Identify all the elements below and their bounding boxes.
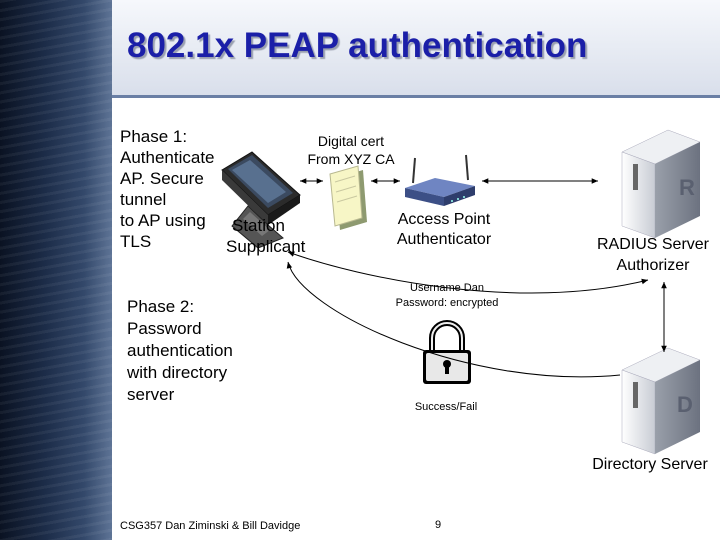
padlock-icon xyxy=(423,320,471,384)
phase2-line: with directory xyxy=(127,363,228,382)
access-point-label-line2: Authenticator xyxy=(396,231,492,248)
radius-label: RADIUS Server Authorizer xyxy=(586,234,720,276)
phase1-line: Phase 1: xyxy=(120,127,188,146)
laptop-icon xyxy=(221,151,301,249)
phase1-description: Phase 1: Authenticate AP. Secure tunnel … xyxy=(120,126,215,252)
phase1-line: TLS xyxy=(120,232,152,251)
certificate-icon xyxy=(329,165,367,230)
footer-credits: CSG357 Dan Ziminski & Bill Davidge xyxy=(120,520,301,532)
station-label: Station Supplicant xyxy=(226,215,314,257)
svg-text:D: D xyxy=(677,392,693,417)
radius-server-icon: R xyxy=(621,129,701,239)
station-label-line2: Supplicant xyxy=(226,237,306,256)
access-point-label: Access Point Authenticator xyxy=(384,210,504,250)
cert-label: Digital cert From XYZ CA xyxy=(296,132,406,168)
cert-label-line2: From XYZ CA xyxy=(307,151,395,167)
phase2-line: server xyxy=(127,385,175,404)
radius-label-line2: Authorizer xyxy=(616,257,690,274)
phase1-line: tunnel xyxy=(120,190,167,209)
title-bar xyxy=(112,0,720,95)
result-label: Success/Fail xyxy=(414,401,478,413)
svg-text:R: R xyxy=(679,175,695,200)
access-point-label-line1: Access Point xyxy=(397,211,491,228)
phase1-line: Authenticate xyxy=(120,148,215,167)
directory-server-icon: D xyxy=(621,347,701,455)
credentials-label: Username Dan Password: encrypted xyxy=(386,281,508,311)
radius-label-line1: RADIUS Server xyxy=(596,236,710,253)
station-label-line1: Station xyxy=(232,216,285,235)
title-divider xyxy=(112,95,720,98)
cert-label-line1: Digital cert xyxy=(317,133,385,149)
phase2-line: Password xyxy=(127,319,202,338)
result-curve-arrow xyxy=(286,261,621,378)
phase2-line: Phase 2: xyxy=(127,297,195,316)
credentials-label-line1: Username Dan xyxy=(410,282,484,294)
phase1-line: AP. Secure xyxy=(120,169,204,188)
phase2-line: authentication xyxy=(127,341,233,360)
slide-title: 802.1x PEAP authentication xyxy=(127,26,588,65)
phase1-line: to AP using xyxy=(120,211,206,230)
page-number: 9 xyxy=(435,519,442,531)
credentials-curve-arrow xyxy=(287,251,649,294)
directory-label: Directory Server xyxy=(592,456,708,473)
credentials-label-line2: Password: encrypted xyxy=(395,297,499,309)
access-point-icon xyxy=(405,154,475,206)
decorative-sidebar xyxy=(0,0,112,540)
phase2-description: Phase 2: Password authentication with di… xyxy=(127,296,233,406)
